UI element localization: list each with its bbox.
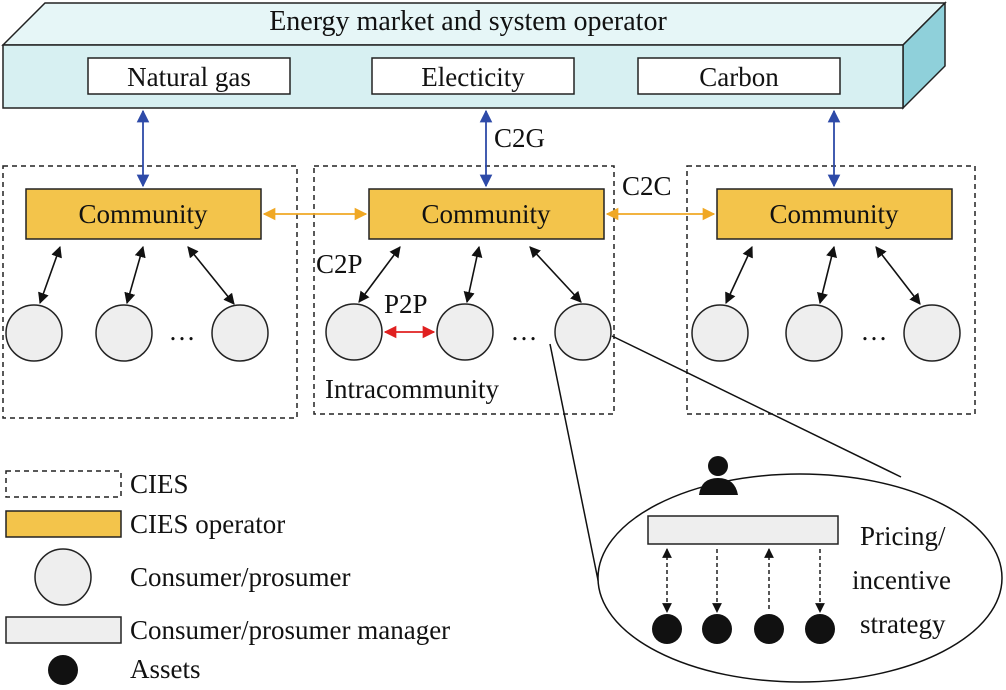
community-box-left bbox=[25, 188, 262, 240]
community-box-middle bbox=[368, 188, 605, 240]
ellipsis: … bbox=[861, 316, 888, 346]
legend-cies-operator: CIES operator bbox=[130, 509, 285, 539]
c2p-link bbox=[875, 246, 921, 305]
community-label-right: Community bbox=[769, 199, 899, 229]
c2p-link bbox=[38, 245, 62, 305]
c2p-link bbox=[187, 246, 235, 305]
carbon-label: Carbon bbox=[699, 62, 779, 92]
c2p-link bbox=[124, 245, 146, 305]
c2p-link bbox=[463, 245, 483, 304]
consumer-node bbox=[785, 304, 843, 362]
natural-gas-box bbox=[87, 57, 291, 95]
consumer-node bbox=[903, 304, 961, 362]
legend-swatch-operator bbox=[5, 510, 122, 538]
strategy-line1: Pricing/ bbox=[860, 521, 946, 551]
consumer-node bbox=[211, 304, 269, 362]
asset-node bbox=[702, 614, 732, 644]
person-icon bbox=[699, 456, 738, 495]
asset-node bbox=[754, 614, 784, 644]
community-label-middle: Community bbox=[421, 199, 551, 229]
intracommunity-label: Intracommunity bbox=[325, 374, 499, 404]
consumer-node bbox=[325, 303, 383, 361]
legend-consumer: Consumer/prosumer bbox=[130, 562, 350, 592]
ellipsis: … bbox=[169, 316, 196, 346]
market-title: Energy market and system operator bbox=[269, 6, 667, 37]
community-box-right bbox=[716, 188, 953, 240]
p2p-label: P2P bbox=[384, 289, 428, 319]
cies-box-left bbox=[2, 165, 298, 419]
legend-assets: Assets bbox=[130, 654, 201, 684]
strategy-line3: strategy bbox=[860, 609, 946, 639]
asset-node bbox=[805, 614, 835, 644]
ellipsis: … bbox=[511, 316, 538, 346]
c2g-label: C2G bbox=[494, 123, 545, 153]
c2p-link bbox=[725, 245, 753, 305]
asset-node bbox=[652, 614, 682, 644]
cies-box-middle bbox=[313, 165, 615, 415]
prosumer-detail: Pricing/ incentive strategy bbox=[597, 456, 1003, 683]
natural-gas-label: Natural gas bbox=[127, 62, 251, 92]
c2c-label: C2C bbox=[622, 171, 672, 201]
carbon-box bbox=[637, 57, 841, 95]
legend-swatch-consumer bbox=[34, 548, 92, 606]
electricity-box bbox=[371, 57, 575, 95]
consumer-node bbox=[436, 303, 494, 361]
zoom-line bbox=[549, 343, 600, 586]
consumer-node bbox=[5, 304, 63, 362]
legend-swatch-cies bbox=[5, 470, 122, 498]
energy-market-operator: Energy market and system operator Natura… bbox=[1, 1, 947, 110]
legend: CIES CIES operator Consumer/prosumer Con… bbox=[5, 469, 450, 685]
consumer-node bbox=[554, 303, 612, 361]
consumer-node bbox=[95, 304, 153, 362]
electricity-label: Electicity bbox=[421, 62, 525, 92]
zoom-line bbox=[611, 335, 902, 478]
c2p-link bbox=[817, 245, 837, 305]
legend-swatch-assets bbox=[48, 655, 78, 685]
consumer-node bbox=[691, 304, 749, 362]
legend-manager: Consumer/prosumer manager bbox=[130, 615, 450, 645]
c2p-link bbox=[358, 246, 401, 303]
manager-box bbox=[647, 515, 839, 545]
community-label-left: Community bbox=[78, 199, 208, 229]
c2p-label: C2P bbox=[316, 249, 363, 279]
strategy-line2: incentive bbox=[852, 565, 951, 595]
c2p-link bbox=[529, 246, 582, 303]
legend-swatch-manager bbox=[5, 616, 122, 644]
legend-cies: CIES bbox=[130, 469, 189, 499]
